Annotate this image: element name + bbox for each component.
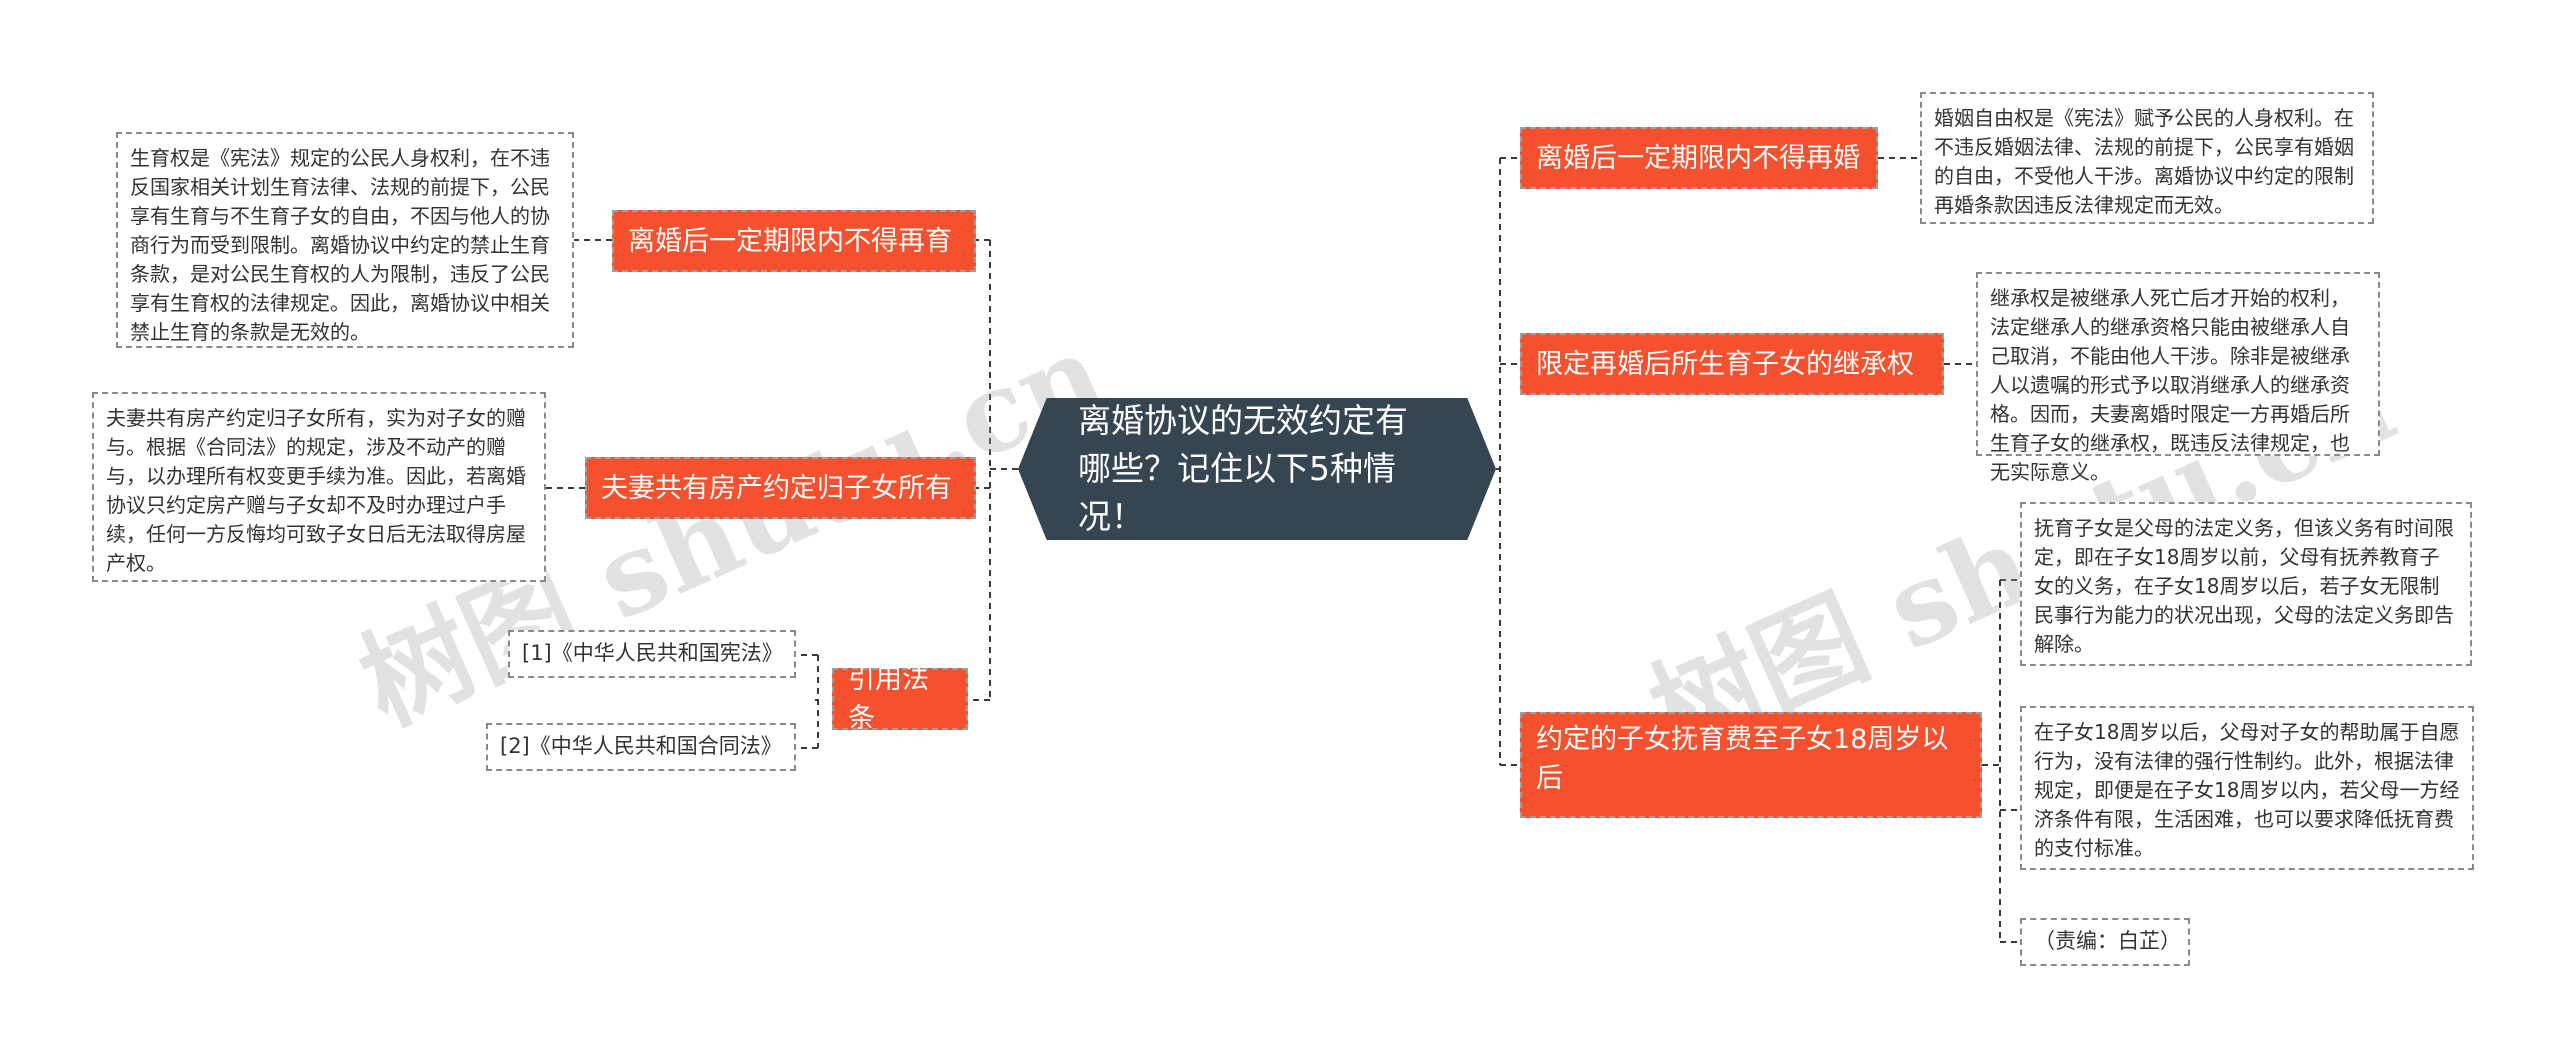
connector-ref-trunk — [815, 655, 819, 748]
detail-text: 在子女18周岁以后，父母对子女的帮助属于自愿行为，没有法律的强行性制约。此外，根… — [2034, 720, 2460, 860]
central-topic[interactable]: 离婚协议的无效约定有哪些？记住以下5种情况！ — [1018, 398, 1496, 540]
topic-no-remarriage-birth[interactable]: 离婚后一定期限内不得再育 — [612, 210, 976, 272]
central-topic-label: 离婚协议的无效约定有哪些？记住以下5种情况！ — [1078, 401, 1408, 536]
topic-label: 夫妻共有房产约定归子女所有 — [601, 472, 952, 504]
detail-child-support-voluntary: 在子女18周岁以后，父母对子女的帮助属于自愿行为，没有法律的强行性制约。此外，根… — [2020, 706, 2474, 870]
ref-contract-law[interactable]: [2]《中华人民共和国合同法》 — [486, 723, 796, 771]
detail-text: 婚姻自由权是《宪法》赋予公民的人身权利。在不违反婚姻法律、法规的前提下，公民享有… — [1934, 106, 2354, 217]
editor-note: （责编：白芷） — [2020, 918, 2190, 966]
detail-text: 抚育子女是父母的法定义务，但该义务有时间限定，即在子女18周岁以前，父母有抚养教… — [2034, 516, 2454, 656]
ref-label: [1]《中华人民共和国宪法》 — [522, 641, 783, 665]
topic-cited-laws[interactable]: 引用法条 — [832, 664, 968, 734]
connector-right-3-trunk — [1982, 580, 2001, 942]
topic-label: 引用法条 — [848, 664, 929, 734]
editor-label: （责编：白芷） — [2034, 929, 2181, 953]
topic-no-remarriage[interactable]: 离婚后一定期限内不得再婚 — [1520, 127, 1878, 189]
detail-birth-right: 生育权是《宪法》规定的公民人身权利，在不违反国家相关计划生育法律、法规的前提下，… — [116, 132, 574, 348]
detail-text: 继承权是被继承人死亡后才开始的权利，法定继承人的继承资格只能由被继承人自己取消，… — [1990, 286, 2350, 484]
detail-text: 生育权是《宪法》规定的公民人身权利，在不违反国家相关计划生育法律、法规的前提下，… — [130, 146, 550, 344]
detail-inheritance: 继承权是被继承人死亡后才开始的权利，法定继承人的继承资格只能由被继承人自己取消，… — [1976, 272, 2380, 484]
ref-label: [2]《中华人民共和国合同法》 — [500, 734, 782, 758]
detail-text: 夫妻共有房产约定归子女所有，实为对子女的赠与。根据《合同法》的规定，涉及不动产的… — [106, 406, 526, 575]
detail-child-support-duty: 抚育子女是父母的法定义务，但该义务有时间限定，即在子女18周岁以前，父母有抚养教… — [2020, 502, 2472, 666]
topic-property-to-children[interactable]: 夫妻共有房产约定归子女所有 — [585, 457, 976, 519]
topic-label: 限定再婚后所生育子女的继承权 — [1536, 348, 1914, 380]
topic-label: 离婚后一定期限内不得再育 — [628, 225, 952, 257]
detail-property-gift: 夫妻共有房产约定归子女所有，实为对子女的赠与。根据《合同法》的规定，涉及不动产的… — [92, 392, 546, 582]
topic-label: 约定的子女抚育费至子女18周岁以后 — [1536, 724, 1949, 794]
topic-inheritance-limit[interactable]: 限定再婚后所生育子女的继承权 — [1520, 333, 1944, 395]
detail-marriage-freedom: 婚姻自由权是《宪法》赋予公民的人身权利。在不违反婚姻法律、法规的前提下，公民享有… — [1920, 92, 2374, 224]
topic-label: 离婚后一定期限内不得再婚 — [1536, 142, 1860, 174]
ref-constitution[interactable]: [1]《中华人民共和国宪法》 — [508, 630, 796, 678]
topic-child-support-age[interactable]: 约定的子女抚育费至子女18周岁以后 — [1520, 712, 1982, 818]
